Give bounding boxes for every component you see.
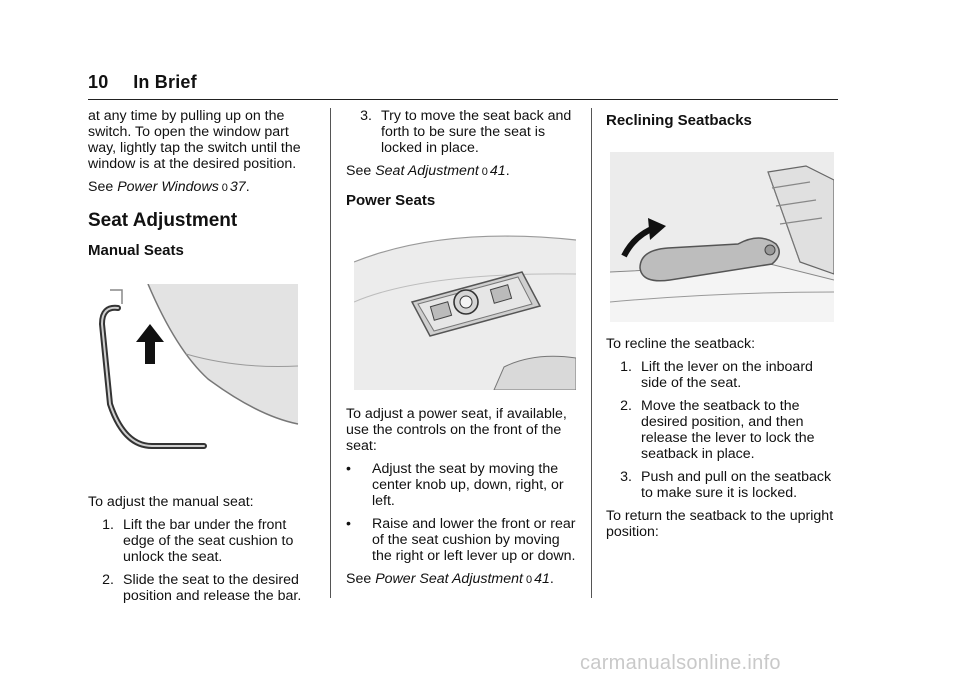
page-number: 10 [88, 72, 109, 92]
recline-lead: To recline the seatback: [606, 336, 756, 352]
manual-seat-illustration [98, 284, 299, 454]
period: . [549, 571, 554, 587]
reclining-lever-illustration [610, 152, 834, 322]
step-number: 3. [620, 469, 632, 485]
bullet-mark: • [346, 461, 351, 477]
xref-page[interactable]: 41 [534, 571, 550, 587]
step-text: Slide the seat to the desired position a… [123, 572, 302, 604]
recline-step-1: 1. Lift the lever on the inboard side of… [606, 359, 838, 391]
section-heading-seat-adjustment: Seat Adjustment [88, 210, 238, 231]
intro-paragraph: at any time by pulling up on the switch.… [88, 108, 301, 172]
period: . [245, 179, 250, 195]
page-ref-icon: 0 [525, 574, 533, 586]
xref-page[interactable]: 41 [489, 163, 506, 179]
bullet-text: Raise and lower the front or rear of the… [372, 516, 576, 564]
column-2: 3. Try to move the seat back and forth t… [346, 108, 578, 595]
page-ref-icon: 0 [481, 166, 488, 178]
period: . [505, 163, 510, 179]
header-rule [88, 99, 838, 100]
manual-seat-lead: To adjust the manual seat: [88, 494, 254, 510]
column-divider-1 [330, 108, 331, 598]
see-word: See [346, 571, 372, 587]
step-number: 3. [360, 108, 372, 124]
section-title: In Brief [133, 72, 197, 92]
power-seat-controls-illustration [354, 232, 576, 390]
power-bullet-2: • Raise and lower the front or rear of t… [346, 516, 578, 564]
power-bullet-1: • Adjust the seat by moving the center k… [346, 461, 578, 509]
manual-step-2: 2. Slide the seat to the desired positio… [88, 572, 310, 604]
column-1: at any time by pulling up on the switch.… [88, 108, 310, 611]
step-text: Lift the bar under the front edge of the… [123, 517, 294, 565]
xref-link-power-windows[interactable]: Power Windows [117, 179, 219, 195]
bullet-text: Adjust the seat by moving the center kno… [372, 461, 564, 509]
subheading-power-seats: Power Seats [346, 192, 436, 209]
recline-step-3: 3. Push and pull on the seatback to make… [606, 469, 838, 501]
see-word: See [346, 163, 372, 179]
page-ref-icon: 0 [221, 182, 228, 194]
subheading-manual-seats: Manual Seats [88, 242, 184, 259]
step-text: Lift the lever on the inboard side of th… [641, 359, 813, 391]
step-text: Push and pull on the seatback to make su… [641, 469, 832, 501]
power-seat-lead: To adjust a power seat, if available, us… [346, 406, 567, 454]
page-header: 10 In Brief [88, 72, 197, 93]
step-text: Try to move the seat back and forth to b… [381, 108, 572, 156]
manual-step-3: 3. Try to move the seat back and forth t… [346, 108, 578, 156]
column-3: Reclining Seatbacks To recline the seatb… [606, 108, 838, 547]
step-number: 2. [102, 572, 114, 588]
bullet-mark: • [346, 516, 351, 532]
step-number: 2. [620, 398, 632, 414]
xref-link-seat-adjustment[interactable]: Seat Adjustment [375, 163, 479, 179]
manual-step-1: 1. Lift the bar under the front edge of … [88, 517, 310, 565]
xref-page[interactable]: 37 [229, 179, 246, 195]
step-number: 1. [102, 517, 114, 533]
return-upright-lead: To return the seatback to the upright po… [606, 508, 834, 540]
recline-step-2: 2. Move the seatback to the desired posi… [606, 398, 838, 462]
xref-link-power-seat-adjustment[interactable]: Power Seat Adjustment [375, 571, 523, 587]
column-divider-2 [591, 108, 592, 598]
step-text: Move the seatback to the desired positio… [641, 398, 815, 462]
step-number: 1. [620, 359, 632, 375]
watermark: carmanualsonline.info [580, 652, 781, 674]
subheading-reclining-seatbacks: Reclining Seatbacks [606, 112, 752, 129]
see-word: See [88, 179, 114, 195]
